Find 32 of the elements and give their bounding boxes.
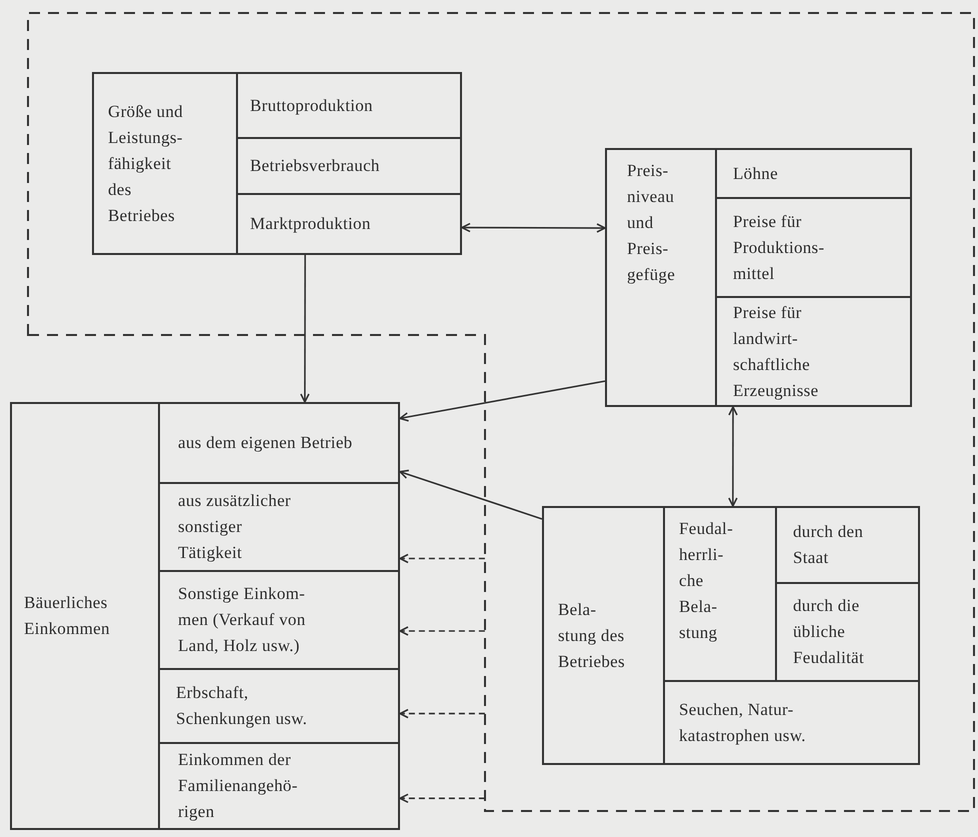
arrow: [399, 380, 606, 422]
cell-text: aus zusätzlicher sonstiger Tätigkeit: [178, 490, 292, 564]
price-table: [605, 148, 912, 407]
arrow: [728, 406, 738, 507]
row-heading: Bäuerliches Einkommen: [24, 592, 111, 640]
cell-text: Löhne: [733, 162, 779, 184]
burden-table: [542, 506, 920, 765]
cell-text: Preise für landwirt- schaftliche Erzeugnisse: [733, 302, 820, 402]
cell-text: Bruttoproduktion: [250, 94, 374, 117]
arrow: [399, 708, 485, 718]
cell-text: aus dem eigenen Betrieb: [178, 432, 354, 454]
cell-text: Einkommen der Familienangehö- rigen: [178, 749, 299, 823]
cell-text: Marktproduktion: [250, 213, 372, 235]
cell-text: durch die übliche Feudalität: [793, 595, 865, 669]
cell-text: durch den Staat: [793, 521, 864, 569]
arrow: [399, 794, 485, 804]
cell-text: Betriebsverbrauch: [250, 155, 381, 177]
cell-text: Sonstige Einkom- men (Verkauf von Land, Holz usw.): [178, 583, 307, 657]
cell-text: Preise für Produktions- mittel: [733, 210, 826, 284]
arrow: [399, 554, 485, 564]
row-heading: Größe und Leistungs- fähigkeit des Betriebes: [108, 100, 184, 226]
row-heading: Preis- niveau und Preis- gefüge: [627, 160, 676, 286]
arrow: [399, 470, 542, 520]
row-heading: Bela- stung des Betriebes: [558, 598, 625, 672]
arrow: [399, 626, 485, 636]
arrow: [300, 255, 310, 403]
cell-text: Feudal- herrli- che Bela- stung: [679, 518, 734, 644]
income-table: [10, 402, 400, 830]
arrow: [461, 222, 606, 233]
cell-text: Erbschaft, Schenkungen usw.: [176, 682, 308, 730]
factor-table: [92, 72, 462, 255]
cell-text: Seuchen, Natur- katastrophen usw.: [679, 698, 807, 747]
